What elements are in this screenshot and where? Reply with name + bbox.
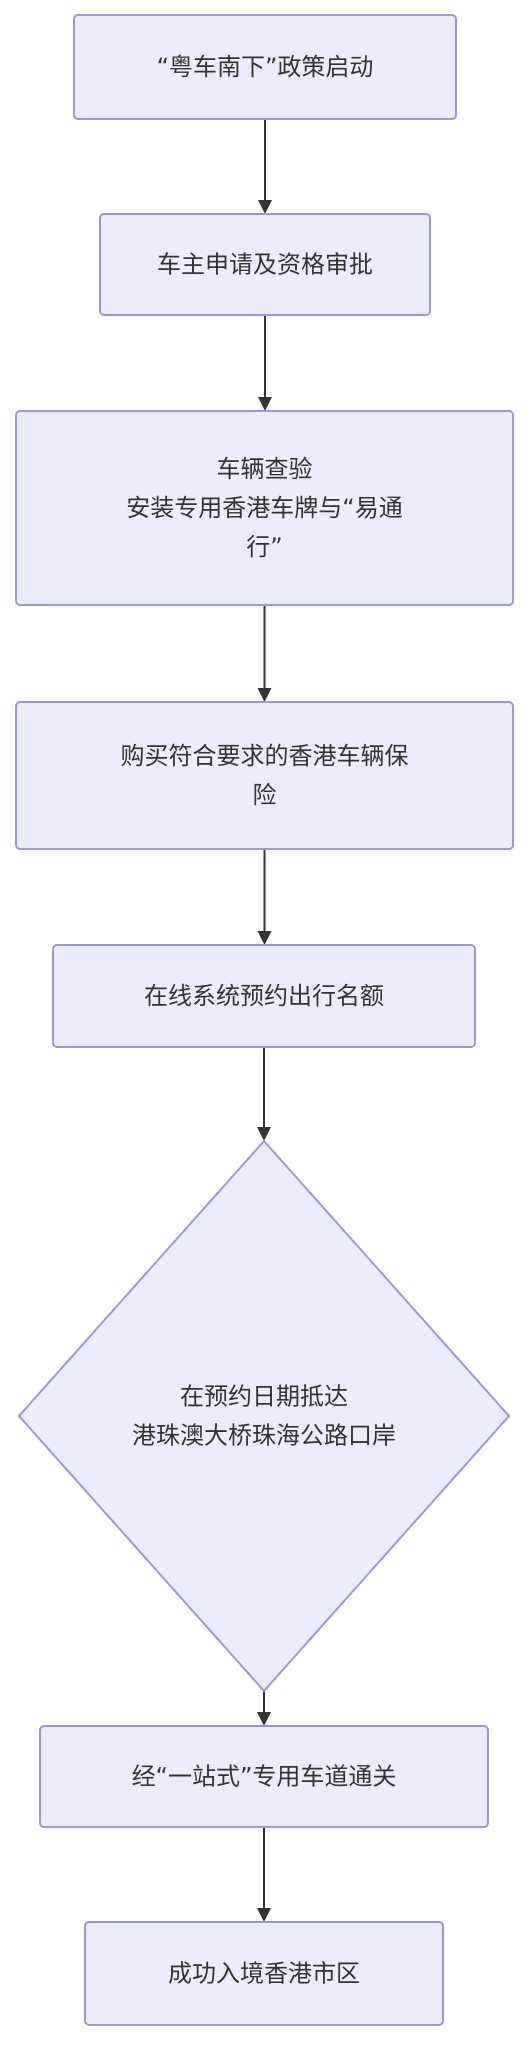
node-shape — [15, 410, 514, 606]
node-shape — [17, 1139, 511, 1693]
node-label: 在线系统预约出行名额 — [144, 982, 384, 1010]
edge-buy-insurance-to-online-booking — [257, 849, 272, 945]
node-label: 在预约日期抵达 — [180, 1383, 348, 1411]
node-owner-application: 车主申请及资格审批 — [99, 213, 431, 316]
node-label: 安装专用香港车牌与“易通 — [126, 494, 402, 522]
edge-vehicle-inspection-to-buy-insurance — [257, 605, 272, 702]
node-label: “粤车南下”政策启动 — [157, 53, 374, 81]
node-shape — [99, 213, 431, 316]
edge-owner-application-to-vehicle-inspection — [258, 315, 272, 411]
arrowhead-icon — [257, 1127, 271, 1141]
node-label: 港珠澳大桥珠海公路口岸 — [132, 1422, 396, 1450]
node-label: 经“一站式”专用车道通关 — [132, 1763, 397, 1791]
arrowhead-icon — [258, 200, 272, 214]
edges-layer — [257, 119, 272, 1922]
node-label: 险 — [253, 781, 277, 809]
arrowhead-icon — [257, 1908, 271, 1922]
edge-arrive-port-to-one-stop-clearance — [257, 1691, 271, 1726]
arrowhead-icon — [258, 397, 272, 411]
node-shape — [73, 14, 457, 120]
node-label: 成功入境香港市区 — [168, 1960, 360, 1988]
node-shape — [84, 1921, 444, 2026]
node-label: 行” — [246, 533, 282, 561]
node-label: 车主申请及资格审批 — [157, 251, 373, 279]
node-policy-launch: “粤车南下”政策启动 — [73, 14, 457, 120]
node-label: 购买符合要求的香港车辆保 — [121, 742, 409, 770]
node-shape — [52, 944, 476, 1048]
arrowhead-icon — [257, 688, 272, 702]
node-shape — [15, 701, 514, 850]
edge-online-booking-to-arrive-port — [257, 1047, 271, 1141]
node-enter-hongkong: 成功入境香港市区 — [84, 1921, 444, 2026]
node-one-stop-clearance: 经“一站式”专用车道通关 — [39, 1725, 489, 1828]
arrowhead-icon — [257, 1712, 271, 1726]
arrowhead-icon — [257, 931, 272, 945]
node-label: 车辆查验 — [217, 455, 313, 483]
node-online-booking: 在线系统预约出行名额 — [52, 944, 476, 1048]
edge-one-stop-clearance-to-enter-hongkong — [257, 1827, 271, 1922]
node-shape — [39, 1725, 489, 1828]
edge-policy-launch-to-owner-application — [258, 119, 272, 214]
